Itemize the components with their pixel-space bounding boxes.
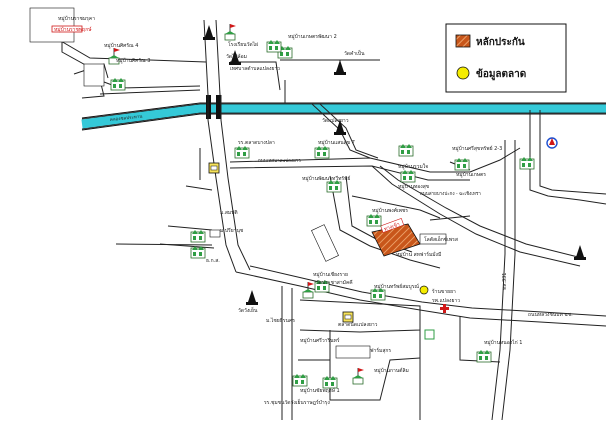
village-icon xyxy=(366,213,382,227)
label-shop-left: ม.ไชยธีรนคร xyxy=(266,317,295,324)
label-village-e1: หมู่บ้านศรีสุขทรัพย์ 2-3 xyxy=(452,145,502,152)
label-market-sw: รร.ตลาดบางปลา xyxy=(238,140,275,146)
label-rajamaruek: หมู่บ้านราชมรุคา xyxy=(58,15,95,22)
label-village-center: หมู่บ้านแสนสุข 7 xyxy=(318,139,355,146)
label-pwfresh: ฟาร์มสุกร xyxy=(370,347,391,354)
label-pruksa4: หมู่บ้านศิศรัณ 4 xyxy=(104,42,138,49)
label-road-center: ถนนเทศบาลแปลงยาว xyxy=(258,158,301,164)
village-icon xyxy=(398,143,414,157)
label-village-pattana: หมู่บ้านพัฒนาทวีทรัพย์ xyxy=(302,175,350,182)
label-market-center: ตลาดนัดแปลงยาว xyxy=(338,322,378,328)
village-icon xyxy=(266,39,282,53)
label-road-331: ทล.331 xyxy=(502,273,508,291)
label-pruksa3: หมู่บ้านศิศรัณ 3 xyxy=(116,57,150,64)
label-mall: โลตัสเอ็กซ์เพรส xyxy=(424,235,458,243)
label-tc: ธ.ก.ส. xyxy=(206,258,220,264)
fuel-station-icon xyxy=(546,137,558,149)
shop-icon xyxy=(208,162,220,174)
label-school-top: โรงเรียนวัดไผ่ xyxy=(228,41,258,48)
village-icon xyxy=(190,229,206,243)
label-village-mid: หมู่บ้านทรัพย์สมบูรณ์ xyxy=(374,283,419,290)
label-wat-kham: วัดคำเป็น xyxy=(344,49,365,57)
village-icon xyxy=(519,156,535,170)
label-village-thongsuk: หมู่บ้านทองสุข xyxy=(398,183,429,190)
label-rajapruek: หมู่บ้านราชพฤกษ์ xyxy=(54,26,92,33)
collateral-parcel[interactable]: ทางเข้า xyxy=(371,218,421,257)
label-village-chaiyaphruek: หมู่บ้านชัยพฤกษ์ 1 xyxy=(300,387,340,394)
label-village-e2: หมู่บ้านเกษตร xyxy=(456,171,486,178)
label-wat-wang-yen: วัดวังเย็น xyxy=(238,306,258,314)
label-wat-phai-lom: วัดไผ่ล้อม xyxy=(226,53,247,60)
green-box-icon xyxy=(424,329,435,340)
label-village-chiang: หมู่บ้านเชียงราย xyxy=(313,271,348,278)
label-priyanut: ม.ปรียานุช xyxy=(220,227,244,234)
village-icon xyxy=(322,375,338,389)
village-icon xyxy=(314,145,330,159)
label-municipality: เทศบาลตำบลแปลงยาว xyxy=(230,66,280,72)
market-marker[interactable] xyxy=(419,285,429,295)
label-road-south: ถนนหลวงชนบท ฉช. xyxy=(528,312,573,318)
label-khlong-village: หมู่บ้าน สหฟาร์มมั่งมี xyxy=(396,251,441,258)
label-school-bottom: รร.ชุมชนวัดวังเย็นราษฎร์บำรุง xyxy=(264,398,330,406)
village-icon xyxy=(292,373,308,387)
legend-stake-swatch xyxy=(455,34,471,48)
label-kaset-village: หมู่บ้านเกษตรพัฒนา 2 xyxy=(288,33,337,40)
label-village-karnlim: หมู่บ้านกานต์ลิม xyxy=(374,367,409,374)
legend-market-swatch xyxy=(456,66,470,80)
label-hospital: รพ.แปลงยาว xyxy=(432,298,460,304)
label-village-ruamjai: หมู่บ้านรวมใจ xyxy=(398,163,428,170)
village-icon xyxy=(190,245,206,259)
village-icon xyxy=(454,157,470,171)
hospital-cross-icon xyxy=(440,304,449,313)
legend-stake-label: หลักประกัน xyxy=(476,36,525,48)
canal-label: คลองชลประทาน xyxy=(110,114,143,123)
label-village-nongkhai: หมู่บ้านหนองไก่ 1 xyxy=(484,339,522,346)
label-kho-road: ถนนสายบางปะกง - ฉะเชิงเทรา xyxy=(420,191,481,197)
village-icon xyxy=(476,349,492,363)
label-wat-plaeng-yao: วัดแปลงยาว xyxy=(322,118,349,124)
village-icon xyxy=(110,77,126,91)
label-nong-shop: ม.สมบัติ xyxy=(220,209,238,216)
label-wat-prachasamakkhi: วัดประชาสามัคคี xyxy=(316,279,353,286)
label-pw-village: หมู่บ้านพงศ์เพชร xyxy=(372,207,408,214)
map-labels: หมู่บ้านราชมรุคา หมู่บ้านราชพฤกษ์ หมู่บ้… xyxy=(54,15,573,406)
legend-market-label: ข้อมูลตลาด xyxy=(476,68,526,81)
shop-icon xyxy=(342,311,354,323)
map-legend: หลักประกัน ข้อมูลตลาด xyxy=(445,23,567,93)
label-house-plaza: หมู่บ้านศรีวารินทร์ xyxy=(300,337,340,344)
village-icon xyxy=(400,169,416,183)
label-pharmacy: ร้านขายยา xyxy=(432,288,456,295)
village-icon xyxy=(234,145,250,159)
